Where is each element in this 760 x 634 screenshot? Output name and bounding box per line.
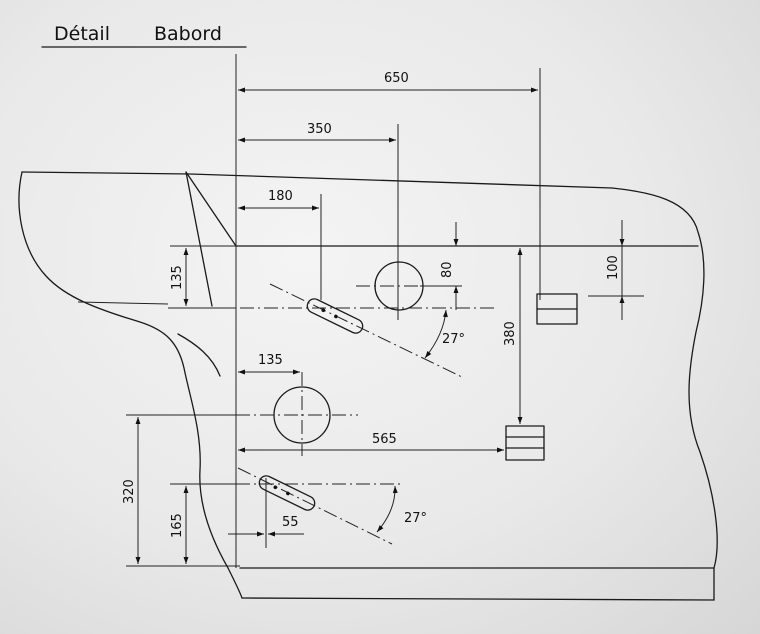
rect-fitting-lower [505,425,545,461]
dim-350: 350 [307,122,332,137]
dim-380: 380 [503,321,518,346]
circular-opening-lower [273,386,331,444]
dimension-lines [135,87,625,564]
dim-135-vertical: 135 [170,265,185,290]
slot-lower [258,475,316,511]
angle-lower-label: 27° [404,511,427,526]
dim-165: 165 [170,513,185,538]
dim-565: 565 [372,432,397,447]
title-babord: Babord [154,23,222,45]
circular-opening-upper [374,261,424,311]
dim-55: 55 [282,515,299,530]
dim-135-horizontal: 135 [258,353,283,368]
dim-100: 100 [606,255,621,280]
slot-upper [306,298,364,334]
hull-outline [18,171,718,601]
dim-320: 320 [122,479,137,504]
extension-lines [126,54,644,568]
dim-180: 180 [268,189,293,204]
center-lines [164,283,498,545]
dim-80: 80 [440,261,455,278]
angle-upper-label: 27° [442,332,465,347]
dim-650: 650 [384,71,409,86]
title-detail: Détail [54,23,110,45]
rect-fitting-upper [536,293,578,325]
